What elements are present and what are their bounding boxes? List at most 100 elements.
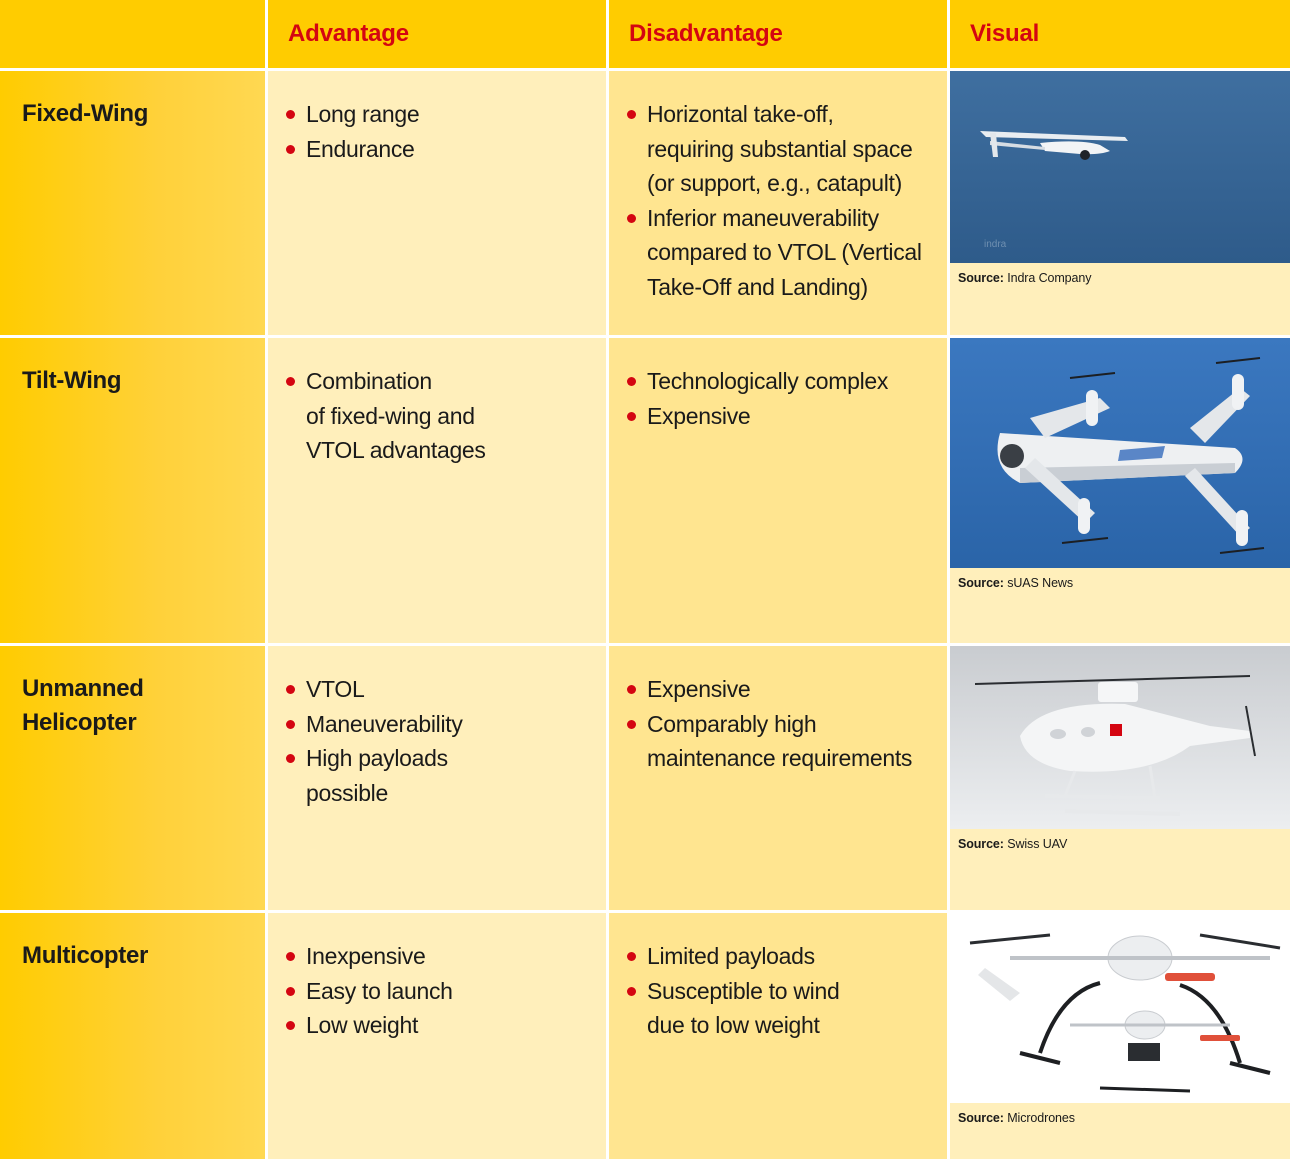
list-item: Combination of fixed-wing and VTOL advan… [286, 364, 590, 468]
row-header-fixed-wing: Fixed-Wing [0, 71, 265, 335]
list-item-text: Long range [306, 101, 420, 127]
header-corner [0, 0, 265, 68]
header-advantage: Advantage [268, 0, 606, 68]
row-type-label: Fixed-Wing [22, 100, 149, 127]
advantage-list: Combination of fixed-wing and VTOL advan… [286, 364, 590, 468]
list-item-text: Maneuverability [306, 710, 463, 737]
source-caption: Source: Microdrones [950, 1103, 1290, 1125]
list-item: Technologically complex [627, 364, 931, 399]
row-header-tilt-wing: Tilt-Wing [0, 338, 265, 643]
list-item-text: Expensive [647, 676, 751, 702]
disadvantage-list: Technologically complex Expensive [627, 364, 931, 433]
disadvantage-list: Limited payloads Susceptible to wind due… [627, 939, 931, 1043]
source-label: Source: [958, 1111, 1004, 1125]
list-item-text: Expensive [647, 402, 751, 429]
source-name: Indra Company [1007, 271, 1092, 285]
source-name: Swiss UAV [1007, 837, 1068, 851]
list-item-text: Limited payloads [647, 943, 815, 969]
header-disadvantage: Disadvantage [609, 0, 947, 68]
advantages-multicopter: Inexpensive Easy to launch Low weight [268, 913, 606, 1159]
list-item-text: Horizontal take-off, requiring substanti… [647, 101, 913, 196]
disadvantage-list: Horizontal take-off, requiring substanti… [627, 97, 931, 304]
source-name: sUAS News [1007, 576, 1073, 590]
list-item-text: Technologically complex [647, 368, 889, 394]
list-item: Comparably high maintenance requirements [627, 707, 931, 776]
bullet-icon [286, 952, 295, 961]
bullet-icon [286, 144, 295, 154]
list-item-text: Combination of fixed-wing and VTOL advan… [306, 368, 486, 463]
row-type-label: Unmanned Helicopter [22, 675, 144, 736]
bullet-icon [627, 719, 636, 729]
bullet-icon [627, 411, 636, 421]
row-header-unmanned-helicopter: Unmanned Helicopter [0, 646, 265, 910]
visual-multicopter: Source: Microdrones [950, 913, 1290, 1159]
advantages-unmanned-helicopter: VTOL Maneuverability High payloads possi… [268, 646, 606, 910]
tilt-wing-drone-photo [950, 338, 1290, 568]
disadvantages-tilt-wing: Technologically complex Expensive [609, 338, 947, 643]
visual-tilt-wing: Source: sUAS News [950, 338, 1290, 643]
source-name: Microdrones [1007, 1111, 1075, 1125]
advantage-list: VTOL Maneuverability High payloads possi… [286, 672, 590, 810]
list-item: Endurance [286, 132, 590, 167]
advantages-tilt-wing: Combination of fixed-wing and VTOL advan… [268, 338, 606, 643]
bullet-icon [627, 685, 636, 694]
disadvantages-fixed-wing: Horizontal take-off, requiring substanti… [609, 71, 947, 335]
header-visual-label: Visual [970, 20, 1040, 47]
list-item-text: Inferior maneuverability compared to VTO… [647, 204, 922, 300]
list-item: Inferior maneuverability compared to VTO… [627, 201, 931, 305]
bullet-icon [627, 952, 636, 961]
list-item-text: High payloads possible [306, 745, 448, 806]
list-item-text: Low weight [306, 1012, 419, 1038]
list-item: Easy to launch [286, 974, 590, 1009]
disadvantages-multicopter: Limited payloads Susceptible to wind due… [609, 913, 947, 1159]
source-label: Source: [958, 837, 1004, 851]
bullet-icon [627, 377, 636, 386]
fixed-wing-drone-photo: indra [950, 71, 1290, 263]
bullet-icon [286, 377, 295, 386]
unmanned-helicopter-photo [950, 646, 1290, 829]
source-label: Source: [958, 271, 1004, 285]
list-item-text: Inexpensive [306, 943, 426, 969]
advantage-list: Inexpensive Easy to launch Low weight [286, 939, 590, 1043]
row-header-multicopter: Multicopter [0, 913, 265, 1159]
list-item: Expensive [627, 672, 931, 707]
bullet-icon [286, 1021, 295, 1030]
bullet-icon [286, 986, 295, 996]
list-item: Inexpensive [286, 939, 590, 974]
header-advantage-label: Advantage [288, 20, 409, 47]
advantages-fixed-wing: Long range Endurance [268, 71, 606, 335]
multicopter-photo [950, 913, 1290, 1103]
bullet-icon [627, 213, 636, 223]
list-item: Expensive [627, 399, 931, 434]
header-visual: Visual [950, 0, 1290, 68]
photo-watermark: indra [984, 239, 1007, 250]
list-item: Long range [286, 97, 590, 132]
source-caption: Source: Indra Company [950, 263, 1290, 285]
list-item-text: Susceptible to wind due to low weight [647, 977, 840, 1039]
list-item: High payloads possible [286, 741, 590, 810]
visual-unmanned-helicopter: Source: Swiss UAV [950, 646, 1290, 910]
bullet-icon [627, 986, 636, 996]
header-disadvantage-label: Disadvantage [629, 20, 783, 47]
bullet-icon [627, 110, 636, 119]
visual-fixed-wing: indra Source: Indra Company [950, 71, 1290, 335]
disadvantage-list: Expensive Comparably high maintenance re… [627, 672, 931, 776]
bullet-icon [286, 719, 295, 729]
bullet-icon [286, 685, 295, 694]
advantage-list: Long range Endurance [286, 97, 590, 166]
source-caption: Source: Swiss UAV [950, 829, 1290, 851]
list-item-text: Comparably high maintenance requirements [647, 710, 913, 772]
list-item: Limited payloads [627, 939, 931, 974]
bullet-icon [286, 754, 295, 763]
list-item-text: Endurance [306, 135, 415, 162]
bullet-icon [286, 110, 295, 119]
list-item: Susceptible to wind due to low weight [627, 974, 931, 1043]
list-item: Low weight [286, 1008, 590, 1043]
list-item: Maneuverability [286, 707, 590, 742]
source-label: Source: [958, 576, 1004, 590]
list-item-text: Easy to launch [306, 977, 453, 1004]
disadvantages-unmanned-helicopter: Expensive Comparably high maintenance re… [609, 646, 947, 910]
list-item: Horizontal take-off, requiring substanti… [627, 97, 931, 201]
source-caption: Source: sUAS News [950, 568, 1290, 590]
